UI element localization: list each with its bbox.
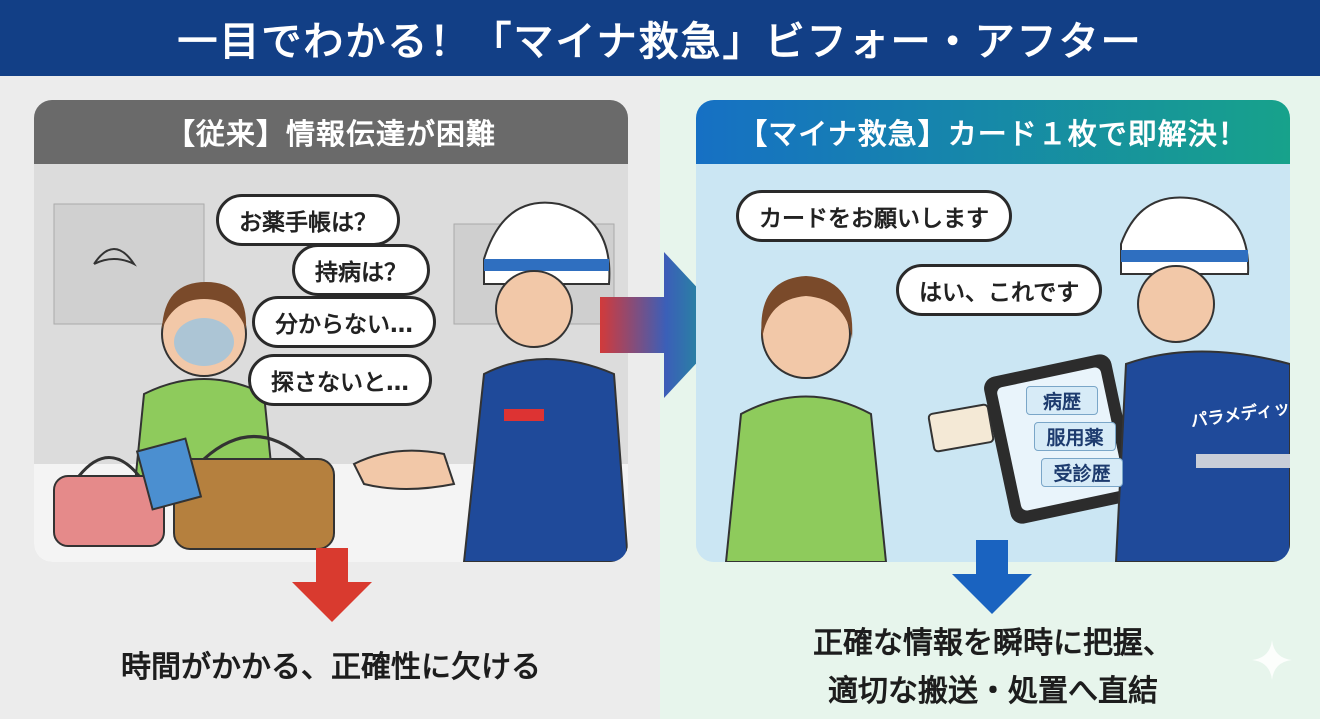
tablet-item-medical-history: 病歴: [1026, 386, 1098, 415]
bubble-dont-know: 分からない…: [252, 296, 436, 348]
bubble-card-please: カードをお願いします: [736, 190, 1012, 242]
after-scene: カードをお願いします はい、これです 病歴 服用薬 受診歴 パラメディック: [696, 164, 1290, 562]
before-result-text: 時間がかかる、正確性に欠ける: [121, 650, 541, 685]
tablet-item-visit-history: 受診歴: [1041, 458, 1123, 487]
transition-arrow-icon: [600, 252, 732, 398]
bubble-medicine-notebook: お薬手帳は？: [216, 194, 400, 246]
bubble-here-it-is: はい、これです: [896, 264, 1103, 316]
left-down-arrow-icon: [292, 548, 372, 622]
page-title: 一目でわかる！「マイナ救急」ビフォー・アフター: [0, 0, 1320, 76]
after-result-text: 正確な情報を瞬時に把握、 適切な搬送・処置へ直結: [696, 620, 1290, 716]
bubble-must-search: 探さないと…: [248, 354, 432, 406]
tablet-item-medication: 服用薬: [1034, 422, 1116, 451]
after-result-line1: 正確な情報を瞬時に把握、: [813, 626, 1173, 661]
after-result-line2: 適切な搬送・処置へ直結: [828, 674, 1158, 709]
after-panel: 【マイナ救急】カード１枚で即解決！ カードをお願いします はい、これです 病歴 …: [696, 100, 1290, 562]
before-header: 【従来】情報伝達が困難: [34, 100, 628, 164]
before-scene: お薬手帳は？ 持病は？ 分からない… 探さないと…: [34, 164, 628, 562]
before-panel: 【従来】情報伝達が困難 お薬手帳は？: [34, 100, 628, 562]
after-header: 【マイナ救急】カード１枚で即解決！: [696, 100, 1290, 164]
bubble-chronic-illness: 持病は？: [292, 244, 430, 296]
right-down-arrow-icon: [952, 540, 1032, 614]
sparkle-icon: [1252, 640, 1292, 680]
before-illustration: [34, 164, 628, 562]
